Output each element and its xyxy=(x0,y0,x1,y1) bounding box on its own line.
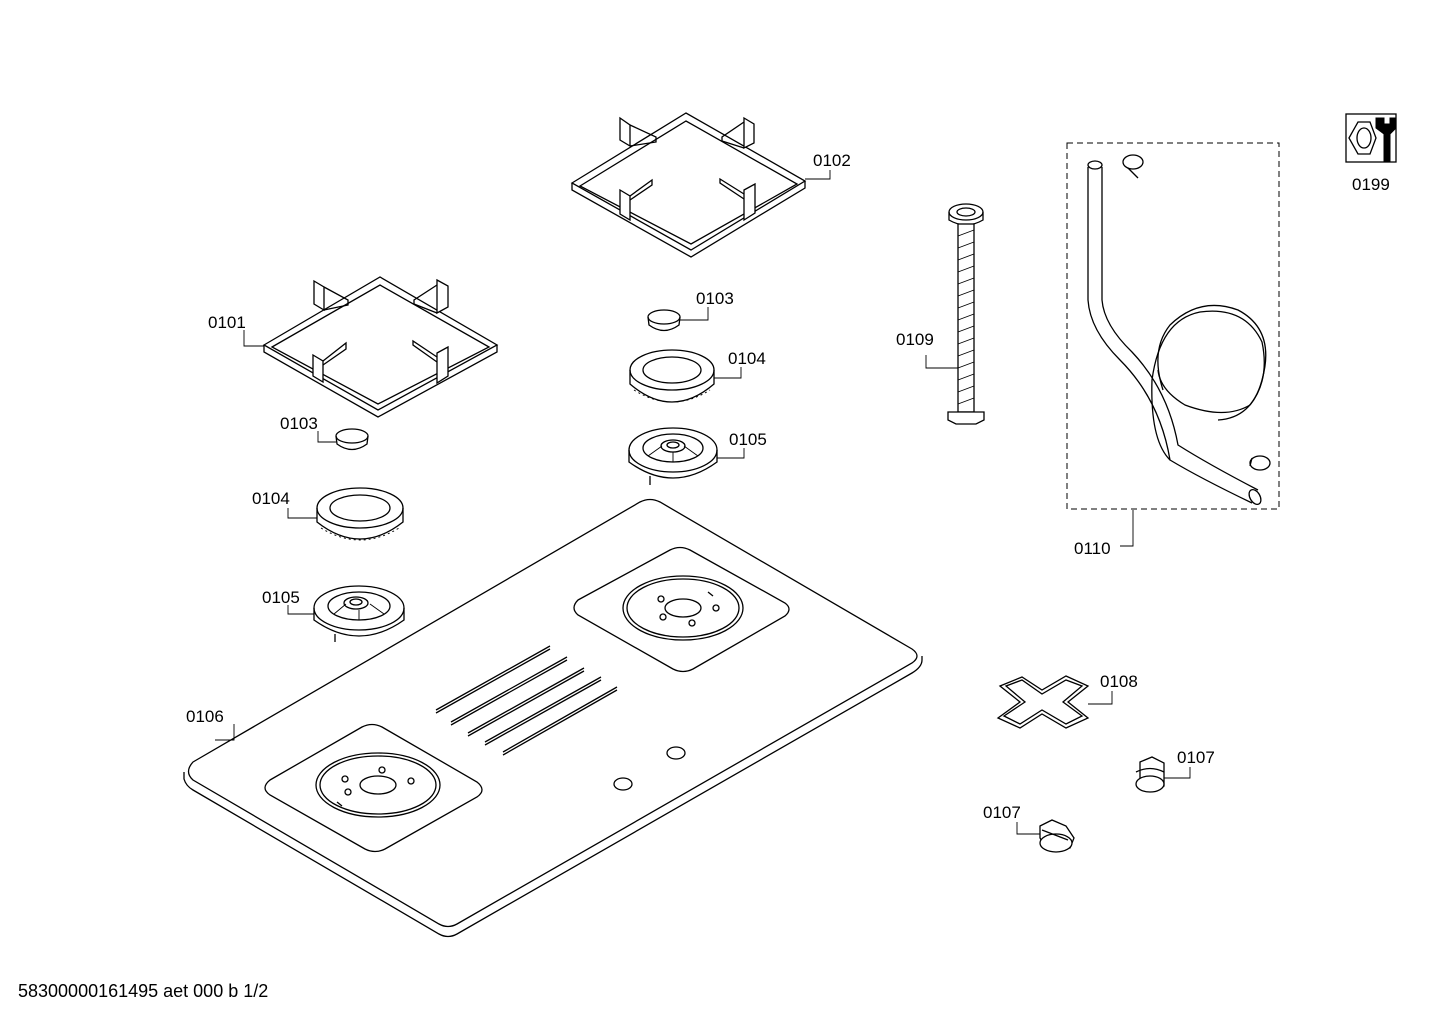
hob-top xyxy=(183,498,923,938)
burner-ring-right xyxy=(629,349,742,403)
label-0108: 0108 xyxy=(1100,672,1138,691)
burner-base-right xyxy=(628,427,745,485)
burner-ring-left xyxy=(287,487,404,541)
label-0107-right: 0107 xyxy=(1177,748,1215,767)
label-0103-left: 0103 xyxy=(280,414,318,433)
label-0104-right: 0104 xyxy=(728,349,766,368)
document-footer: 58300000161495 aet 000 b 1/2 xyxy=(18,981,269,1001)
pan-support-right xyxy=(570,112,831,258)
gas-pipe xyxy=(925,203,985,425)
label-0103-right: 0103 xyxy=(696,289,734,308)
label-0106: 0106 xyxy=(186,707,224,726)
label-0105-right: 0105 xyxy=(729,430,767,449)
label-0105-left: 0105 xyxy=(262,588,300,607)
gas-hose-kit xyxy=(1066,142,1280,547)
label-0199: 0199 xyxy=(1352,175,1390,194)
burner-base-left xyxy=(287,585,405,642)
label-0101: 0101 xyxy=(208,313,246,332)
label-0102: 0102 xyxy=(813,151,851,170)
burner-cap-left xyxy=(317,428,369,451)
knob-right xyxy=(1135,756,1191,793)
pan-support-left xyxy=(243,276,499,418)
label-0109: 0109 xyxy=(896,330,934,349)
burner-cap-right xyxy=(647,307,709,332)
label-0104-left: 0104 xyxy=(252,489,290,508)
knob-left xyxy=(1016,819,1075,853)
label-0107-left: 0107 xyxy=(983,803,1021,822)
service-kit-icon xyxy=(1345,113,1397,163)
wok-ring xyxy=(996,675,1113,729)
label-0110: 0110 xyxy=(1074,539,1111,558)
